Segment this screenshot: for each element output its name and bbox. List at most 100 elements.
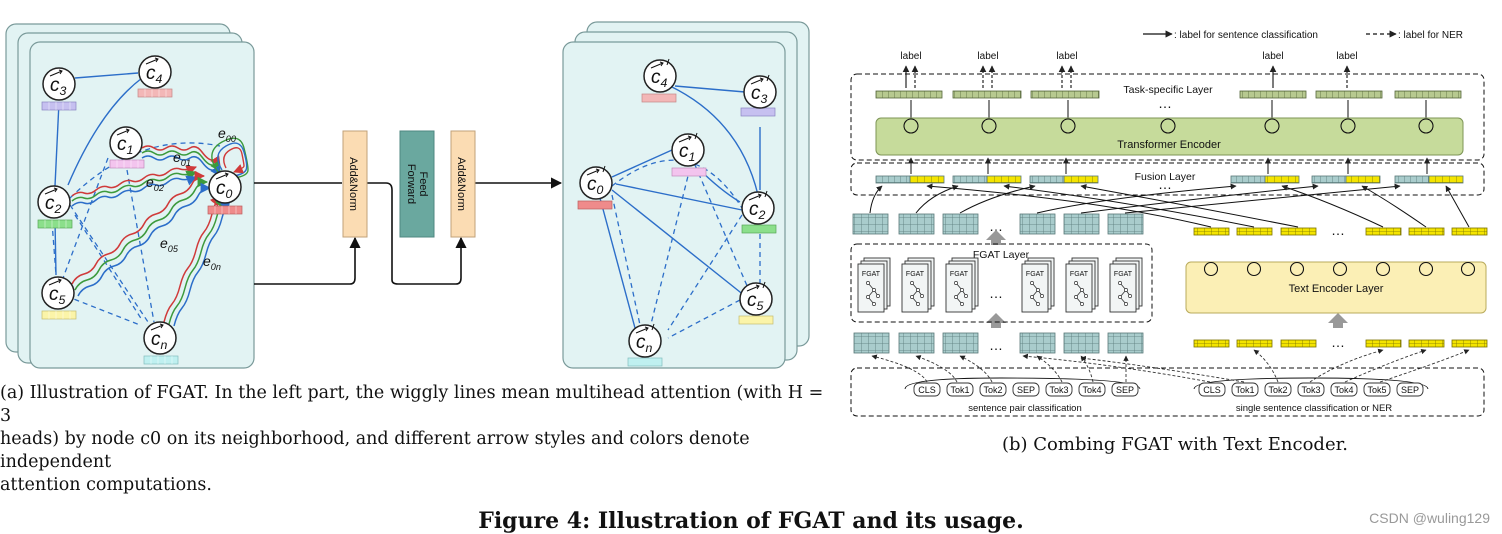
- fgat-card-label: FGAT: [862, 271, 881, 278]
- single-token: Tok3: [1301, 385, 1320, 395]
- caption-a-line-1: (a) Illustration of FGAT. In the left pa…: [0, 383, 824, 426]
- output-label-4: label: [1262, 51, 1283, 62]
- single-token-box: [1396, 382, 1424, 397]
- pair-token-box: [979, 382, 1007, 397]
- single-token: Tok1: [1235, 385, 1254, 395]
- emb-ellipsis-right: …: [1331, 334, 1345, 350]
- pair-token: CLS: [918, 385, 936, 395]
- single-token-box: [1330, 382, 1358, 397]
- node-label-c0: c0: [216, 178, 233, 201]
- pair-token: Tok4: [1082, 385, 1101, 395]
- single-token: Tok2: [1268, 385, 1287, 395]
- pair-token-box: [946, 382, 974, 397]
- output-graph-edges: [599, 85, 761, 339]
- add-norm-block-1: [342, 130, 368, 238]
- task-specific-label: Task-specific Layer: [1123, 84, 1213, 96]
- task-specific-layer: [850, 73, 1485, 161]
- transformer-encoder: [875, 117, 1464, 156]
- out-node-label-c1: c1: [679, 141, 695, 164]
- pair-token-box: [1111, 382, 1139, 397]
- single-token: CLS: [1203, 385, 1221, 395]
- node-label-c5: c5: [49, 284, 66, 307]
- watermark: CSDN @wuling129: [1369, 510, 1490, 526]
- edge-label-e00: e00: [218, 125, 236, 144]
- node-label-c2: c2: [45, 193, 62, 216]
- single-token-box: [1297, 382, 1325, 397]
- caption-a: (a) Illustration of FGAT. In the left pa…: [0, 382, 830, 497]
- single-token: Tok4: [1334, 385, 1353, 395]
- node-label-cn: cn: [151, 329, 168, 352]
- fusion-layer: [850, 162, 1485, 196]
- out-node-label-c2: c2: [749, 199, 766, 222]
- input-graph-nodes: c3 c4 c1 c0 c2 c5 cn e00 e01 e02 e05 e0n: [37, 55, 243, 365]
- output-label-1: label: [900, 51, 921, 62]
- edge-label-e02: e02: [146, 174, 164, 193]
- gray-arrows: [986, 230, 1348, 328]
- node-label-c4: c4: [146, 63, 163, 86]
- output-graph-nodes: c4 c3 c1 c0 c2 c5 cn: [577, 58, 777, 367]
- pipeline-diagram: : label for sentence classification : la…: [850, 30, 1488, 417]
- add-norm-block-2: [450, 130, 476, 238]
- output-label-2: label: [977, 51, 998, 62]
- edge-label-e05: e05: [160, 235, 179, 254]
- text-out-ellipsis: …: [1331, 222, 1345, 238]
- pair-caption: sentence pair classification: [968, 403, 1082, 414]
- pair-token: SEP: [1116, 385, 1134, 395]
- transformer-blocks: Add&Norm Add&Norm Feed Forward: [342, 130, 476, 238]
- pair-token: Tok3: [1049, 385, 1068, 395]
- input-graph-edges: [51, 72, 249, 327]
- pair-token-box: [1045, 382, 1073, 397]
- single-caption: single sentence classification or NER: [1236, 403, 1392, 414]
- fgat-ellipsis: …: [989, 285, 1003, 301]
- add-norm-label-1: Add&Norm: [347, 157, 359, 211]
- single-token: SEP: [1401, 385, 1419, 395]
- out-node-label-c4: c4: [651, 67, 668, 90]
- add-norm-label-2: Add&Norm: [455, 157, 467, 211]
- single-token-box: [1231, 382, 1259, 397]
- block-connectors: [254, 177, 563, 285]
- pair-token-box: [1078, 382, 1106, 397]
- pair-token: SEP: [1017, 385, 1035, 395]
- fgat-card-label: FGAT: [1114, 271, 1133, 278]
- legend-dashed-label: : label for NER: [1398, 30, 1463, 41]
- legend: : label for sentence classification : la…: [1143, 30, 1463, 41]
- pair-token-box: [913, 382, 941, 397]
- pair-token-box: [1012, 382, 1040, 397]
- out-node-label-cn: cn: [636, 332, 653, 355]
- fgat-card-label: FGAT: [906, 271, 925, 278]
- fgat-out-ellipsis: …: [989, 218, 1003, 234]
- fusion-layer-label: Fusion Layer: [1135, 171, 1196, 183]
- single-token-box: [1363, 382, 1391, 397]
- fgat-card-label: FGAT: [1026, 271, 1045, 278]
- caption-a-line-3: attention computations.: [0, 475, 212, 495]
- feed-forward-block: [399, 130, 435, 238]
- legend-solid-label: : label for sentence classification: [1174, 30, 1318, 41]
- vector-arrows: [44, 57, 229, 331]
- edge-label-e0n: e0n: [203, 253, 221, 272]
- fgat-cards: FGAT FGAT FGAT FGAT FGAT FGAT: [857, 257, 1143, 313]
- out-node-label-c3: c3: [751, 83, 768, 106]
- tokens: CLS Tok1 Tok2 SEP Tok3 Tok4 SEP CLS Tok1 Tok2 Tok3…: [913, 382, 1424, 397]
- text-encoder-layer: [1185, 261, 1487, 314]
- node-label-c1: c1: [117, 134, 133, 157]
- emb-ellipsis-left: …: [989, 337, 1003, 353]
- pair-token: Tok1: [950, 385, 969, 395]
- figure-caption: Figure 4: Illustration of FGAT and its u…: [478, 508, 1024, 534]
- fgat-card-label: FGAT: [950, 271, 969, 278]
- single-token-box: [1198, 382, 1226, 397]
- input-tokens-area: [850, 367, 1485, 417]
- single-token-box: [1264, 382, 1292, 397]
- node-label-c3: c3: [50, 75, 67, 98]
- fgat-layer-label: FGAT Layer: [973, 249, 1030, 261]
- feed-forward-label-1: Feed: [417, 171, 429, 196]
- pair-token: Tok2: [983, 385, 1002, 395]
- output-label-3: label: [1056, 51, 1077, 62]
- out-node-label-c5: c5: [747, 290, 764, 313]
- output-label-5: label: [1336, 51, 1357, 62]
- feed-forward-label-2: Forward: [405, 164, 417, 204]
- edge-label-e01: e01: [173, 149, 191, 168]
- fgat-card-label: FGAT: [1070, 271, 1089, 278]
- task-ellipsis: …: [1158, 95, 1172, 111]
- text-encoder-label: Text Encoder Layer: [1289, 283, 1384, 295]
